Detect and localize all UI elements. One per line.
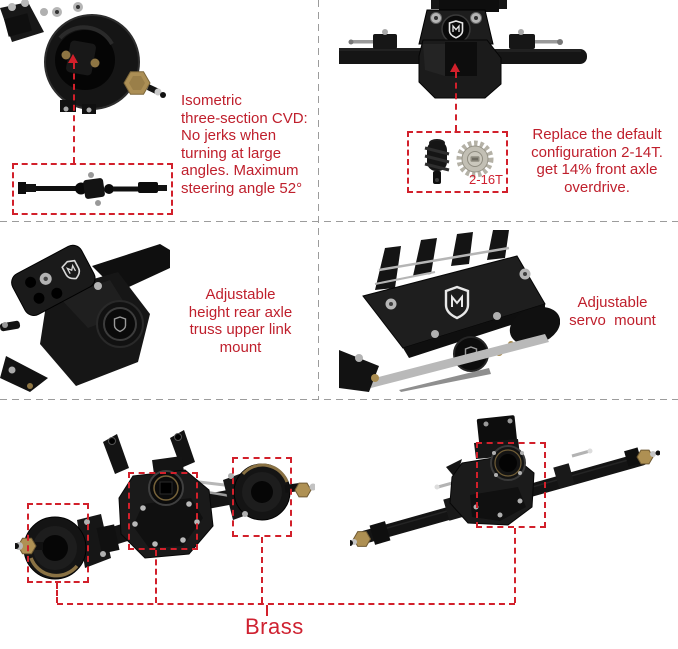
brass-connector-v4 <box>514 528 516 603</box>
brass-connector-v3 <box>261 537 263 603</box>
front-axle-photo <box>15 430 315 580</box>
brass-label-tick <box>266 605 268 616</box>
divider-horizontal-top <box>0 221 678 222</box>
cvd-shaft-photo <box>18 172 167 206</box>
truss-mount-photo <box>0 244 170 392</box>
axle-housing-rear-photo <box>339 0 587 99</box>
rear-axle-photo <box>350 415 660 547</box>
brass-connector-horizontal <box>57 603 515 605</box>
shield-logo-icon <box>444 285 470 320</box>
servo-note: Adjustable servo mount <box>569 294 656 329</box>
brass-box-rear-diff <box>476 442 546 528</box>
brass-connector-v1 <box>56 583 58 603</box>
gear-callout-box <box>407 131 508 193</box>
gear-set-photo <box>424 139 494 184</box>
brass-box-left-hub <box>27 503 89 583</box>
cvd-arrow-icon <box>68 54 78 63</box>
gear-note: Replace the default configuration 2-14T.… <box>531 126 663 196</box>
servo-mount-photo <box>339 230 560 392</box>
shield-logo-icon <box>61 259 81 280</box>
truss-note: Adjustable height rear axle truss upper … <box>188 286 293 356</box>
gear-size-label: 2-16T <box>469 172 503 187</box>
brass-box-right-hub <box>232 457 292 537</box>
knuckle-closeup-photo <box>0 0 166 114</box>
brass-label: Brass <box>245 614 304 639</box>
divider-vertical <box>318 0 319 400</box>
shield-logo-icon <box>113 316 127 333</box>
cvd-arrow-stem <box>73 63 75 163</box>
gear-arrow-stem <box>455 72 457 131</box>
cvd-callout-box <box>12 163 173 215</box>
cvd-note: Isometric three-section CVD: No jerks wh… <box>181 92 308 197</box>
gear-arrow-icon <box>450 63 460 72</box>
brass-box-front-diff <box>128 472 198 550</box>
brass-connector-v2 <box>155 550 157 603</box>
shield-logo-icon <box>441 14 471 44</box>
divider-horizontal-bottom <box>0 399 678 400</box>
